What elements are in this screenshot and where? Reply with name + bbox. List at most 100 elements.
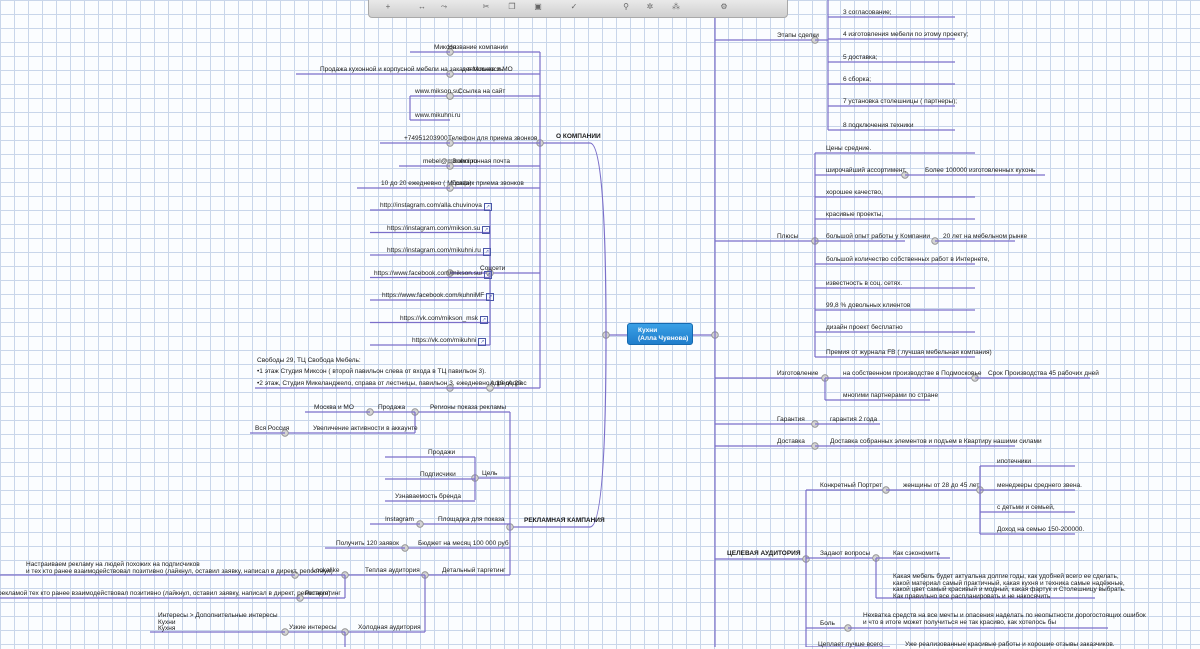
company-value[interactable]: Продажа кухонной и корпусной мебели на з… — [320, 66, 513, 73]
site-link[interactable]: www.mikson.su; — [415, 88, 462, 95]
company-key[interactable]: Телефон для приема звонков — [448, 135, 538, 142]
layout-icon[interactable]: ✲ — [646, 2, 654, 11]
ads-note[interactable]: рекламой тех кто ранее взаимодействовал … — [0, 590, 331, 597]
audience-key[interactable]: Цеплает лучше всего — [818, 641, 883, 648]
link-icon[interactable]: ↗ — [484, 270, 493, 279]
make-item[interactable]: на собственном производстве в Подмосковь… — [843, 370, 982, 377]
ads-key[interactable]: Детальный таргетинг — [442, 567, 506, 574]
goal-item[interactable]: Подписчики — [420, 471, 456, 478]
company-value[interactable]: 10 до 20 ежедневно ( Москва) — [381, 180, 472, 187]
social-link[interactable]: https://vk.com/mikuhni↗ — [412, 337, 487, 346]
social-link[interactable]: https://instagram.com/mikson.su↗ — [387, 224, 491, 234]
paste-icon[interactable]: ▣ — [534, 2, 542, 11]
goal-item[interactable]: Продажи — [428, 449, 456, 456]
plus-item[interactable]: большой опыт работы у Компании — [826, 233, 931, 240]
social-link[interactable]: https://www.facebook.com/mikson.su/↗ — [374, 269, 493, 279]
plus-item[interactable]: красивые проекты, — [826, 211, 884, 218]
audience-value[interactable]: женщины от 28 до 45 лет — [903, 482, 980, 489]
audience-note[interactable]: Нехватка средств на все мечты и опасения… — [863, 612, 1146, 626]
ads-value[interactable]: Вся Россия — [255, 425, 290, 432]
ads-key[interactable]: Бюджет на месяц 100 000 руб — [418, 540, 509, 547]
social-link[interactable]: https://instagram.com/mikuhni.ru↗ — [387, 247, 491, 256]
plus-item[interactable]: большой количество собственных работ в И… — [826, 256, 990, 263]
portrait-item[interactable]: Доход на семью 150-200000. — [997, 526, 1085, 533]
settings-icon[interactable]: ⚙ — [720, 2, 728, 11]
company-key[interactable]: Электронная почта — [452, 158, 511, 165]
ads-note[interactable]: Настраиваем рекламу на людей похожих на … — [26, 561, 333, 575]
social-link[interactable]: https://www.facebook.com/kuhniMF↗ — [382, 292, 495, 301]
collapse-knob[interactable] — [446, 92, 454, 100]
deal-step[interactable]: 7 установка столешницы ( партнеры); — [843, 98, 958, 105]
social-link[interactable]: https://vk.com/mikson_msk↗ — [400, 314, 489, 324]
company-key[interactable]: Ссылка на сайт — [458, 88, 506, 95]
ads-key[interactable]: Увеличение активности в аккаунте — [313, 425, 418, 432]
branch-icon[interactable]: ⤳ — [440, 2, 448, 11]
plus-item[interactable]: Цены средние. — [826, 145, 872, 152]
link-icon[interactable]: ↗ — [482, 248, 491, 256]
ads-key[interactable]: Узкие интересы — [289, 624, 337, 631]
plus-note[interactable]: Более 100000 изготовленных кухонь — [925, 167, 1036, 174]
audience-key[interactable]: Задают вопросы — [820, 550, 871, 557]
right-value[interactable]: гарантия 2 года — [830, 416, 878, 423]
social-link[interactable]: http://instagram.com/alla.chuvinova↗ — [380, 202, 492, 211]
plus-item[interactable]: известность в соц. сетях. — [826, 280, 903, 287]
ads-key[interactable]: Регионы показа рекламы — [430, 404, 507, 411]
ads-title[interactable]: РЕКЛАМНАЯ КАМПАНИЯ — [524, 517, 605, 524]
company-value[interactable]: Миксон — [434, 44, 457, 51]
plus-item[interactable]: 99,8 % довольных клиентов — [826, 302, 911, 309]
address-line[interactable]: •1 этаж Студия Миксон ( второй павильон … — [257, 368, 487, 375]
right-key[interactable]: Плюсы — [777, 233, 799, 240]
deal-step[interactable]: 8 подключения техники — [843, 122, 914, 129]
link-icon[interactable]: ↗ — [483, 203, 492, 211]
central-topic[interactable]: Кухни (Алла Чувнова) — [627, 323, 693, 345]
right-key[interactable]: Гарантия — [777, 416, 805, 423]
search-icon[interactable]: ⚲ — [623, 2, 629, 11]
plus-note[interactable]: 20 лет на мебельном рынке — [943, 233, 1028, 240]
company-value[interactable]: mebel@mikuhni.ru — [423, 158, 478, 165]
company-key[interactable]: Соцсети — [480, 265, 506, 272]
address-line[interactable]: •2 этаж, Студия Микеланджело, справа от … — [257, 380, 524, 387]
ads-key[interactable]: Lookalike — [312, 567, 340, 574]
link-icon[interactable]: ↗ — [482, 225, 491, 234]
deal-step[interactable]: 3 согласование; — [843, 9, 892, 16]
ads-value[interactable]: Москва и МО — [314, 404, 354, 411]
company-title[interactable]: О КОМПАНИИ — [556, 133, 601, 140]
right-key[interactable]: Доставка — [777, 438, 805, 445]
cut-icon[interactable]: ✂ — [482, 2, 490, 11]
site-link[interactable]: www.mikuhni.ru — [415, 112, 461, 119]
ads-key[interactable]: Продажа — [378, 404, 406, 411]
deal-step[interactable]: 4 изготовления мебели по этому проекту; — [843, 31, 969, 38]
deal-step[interactable]: 5 доставка; — [843, 54, 878, 61]
audience-note[interactable]: Уже реализованные красивые работы и хоро… — [905, 641, 1115, 648]
tag-icon[interactable]: ✓ — [570, 2, 578, 11]
link-icon[interactable]: ↗ — [480, 315, 489, 324]
share-icon[interactable]: ⁂ — [672, 2, 680, 11]
ads-key[interactable]: Цель — [482, 470, 498, 477]
make-note[interactable]: Срок Производства 45 рабочих дней — [988, 370, 1099, 377]
address-line[interactable]: Свободы 29, ТЦ Свобода Мебель: — [257, 357, 361, 364]
collapse-knob[interactable] — [486, 384, 494, 392]
plus-item[interactable]: хорошее качество, — [826, 189, 883, 196]
ads-key[interactable]: Площадка для показа — [438, 516, 505, 523]
link-icon[interactable]: ↗ — [486, 293, 495, 301]
link-icon[interactable]: ↔ — [418, 2, 426, 11]
company-value[interactable]: +74951203900 — [404, 135, 448, 142]
ads-key[interactable]: Холодная аудитория — [358, 624, 421, 631]
portrait-item[interactable]: менеджеры среднего звена. — [997, 482, 1082, 489]
audience-value[interactable]: Как сэкономить — [893, 550, 940, 557]
ads-key[interactable]: Теплая аудитория — [365, 567, 420, 574]
audience-note[interactable]: Какая мебель будет актуальна долгие годы… — [893, 573, 1126, 600]
address-key[interactable]: Адрес — [508, 380, 527, 387]
company-key[interactable]: деятельность — [462, 66, 504, 73]
company-key[interactable]: Адрес — [490, 380, 509, 387]
portrait-item[interactable]: ипотечники — [997, 458, 1032, 465]
audience-title[interactable]: ЦЕЛЕВАЯ АУДИТОРИЯ — [727, 550, 801, 557]
ads-value[interactable]: Instagram — [385, 516, 414, 523]
plus-item[interactable]: дизайн проект бесплатно — [826, 324, 903, 331]
portrait-item[interactable]: с детьми и семьей, — [997, 504, 1055, 511]
right-value[interactable]: Доставка собранных элементов и подъем в … — [830, 438, 1042, 445]
goal-item[interactable]: Узнаваемость бренда — [395, 493, 462, 500]
audience-key[interactable]: Боль — [820, 620, 835, 627]
company-key[interactable]: График приема звонков — [452, 180, 524, 187]
right-key[interactable]: Этапы сделки — [777, 32, 819, 39]
